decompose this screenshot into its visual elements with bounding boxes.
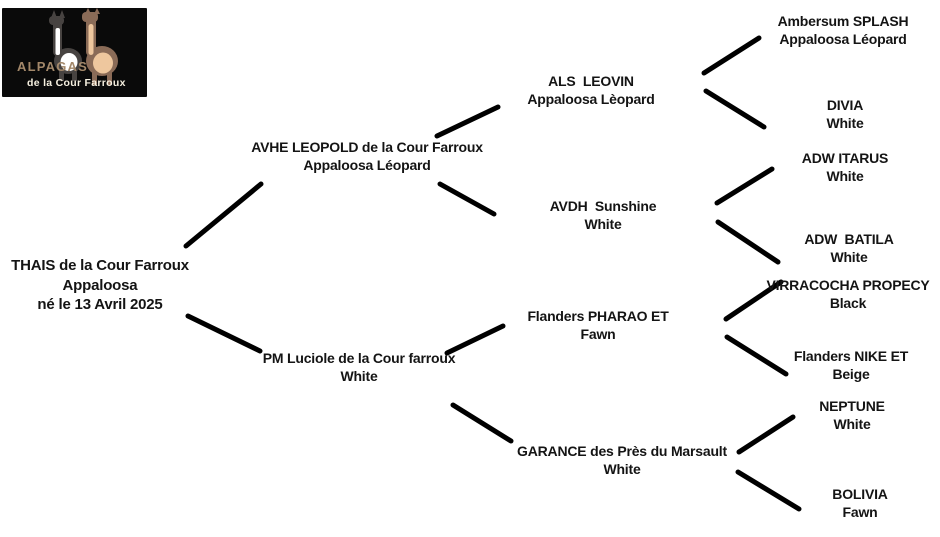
node-name: AVHE LEOPOLD de la Cour Farroux xyxy=(251,138,483,155)
node-birth-label: né le 13 Avril 2025 xyxy=(37,295,163,313)
node-color-label: White xyxy=(826,115,864,131)
alpaca-logo-icon xyxy=(49,8,118,85)
pedigree-node-flanders-nike: Flanders NIKE ET Beige xyxy=(794,347,908,383)
connector-line-garance-bolivia xyxy=(735,469,802,512)
node-name: THAIS de la Cour Farroux xyxy=(11,256,189,274)
node-color-label: White xyxy=(340,368,378,384)
pedigree-node-divia: DIVIA White xyxy=(826,96,863,132)
connector-line-pm-luciole-flanders-pharao xyxy=(444,323,506,356)
connector-line-avdh-sunshine-adw-batila xyxy=(715,219,781,265)
connector-line-pm-luciole-garance xyxy=(450,402,514,444)
node-name: AVDH Sunshine xyxy=(549,197,657,214)
pedigree-node-virracocha-propecy: VIRRACOCHA PROPECY Black xyxy=(766,276,929,312)
connector-line-avdh-sunshine-adw-itarus xyxy=(714,166,775,206)
connector-line-flanders-pharao-virracocha-propecy xyxy=(723,279,784,322)
node-color-label: Appaloosa Lèopard xyxy=(527,91,655,107)
alpaca-grey-silhouette xyxy=(49,10,82,81)
pedigree-node-adw-itarus: ADW ITARUS White xyxy=(801,149,889,185)
pedigree-node-adw-batila: ADW BATILA White xyxy=(804,230,894,266)
pedigree-node-ambersum-splash: Ambersum SPLASH Appaloosa Léopard xyxy=(778,12,909,48)
node-color-label: White xyxy=(833,416,871,432)
node-name: ALS LEOVIN xyxy=(548,72,634,89)
node-color-label: Black xyxy=(829,295,867,311)
node-color-label: Appaloosa xyxy=(62,276,138,294)
connector-line-als-leovin-ambersum-splash xyxy=(701,35,762,76)
connector-line-avhe-leopold-als-leovin xyxy=(434,104,501,139)
node-color-label: White xyxy=(826,168,864,184)
node-name: DIVIA xyxy=(826,96,864,113)
node-name: Flanders PHARAO ET xyxy=(527,307,669,324)
node-name: PM Luciole de la Cour farroux xyxy=(262,349,456,366)
node-color-label: White xyxy=(584,216,622,232)
node-name: NEPTUNE xyxy=(819,397,885,414)
node-name: Flanders NIKE ET xyxy=(793,347,909,364)
pedigree-node-bolivia: BOLIVIA Fawn xyxy=(832,485,888,521)
node-name: ADW ITARUS xyxy=(801,149,889,166)
node-color-label: Appaloosa Léopard xyxy=(779,31,907,47)
connector-line-thais-pm-luciole xyxy=(185,313,263,354)
connector-line-avhe-leopold-avdh-sunshine xyxy=(437,181,497,217)
connector-line-thais-avhe-leopold xyxy=(183,181,264,249)
node-name: Ambersum SPLASH xyxy=(777,12,909,29)
node-name: VIRRACOCHA PROPECY xyxy=(766,276,930,293)
node-color-label: White xyxy=(830,249,868,265)
node-color-label: Fawn xyxy=(842,504,878,520)
node-name: ADW BATILA xyxy=(804,230,894,247)
pedigree-node-neptune: NEPTUNE White xyxy=(819,397,885,433)
logo-title: ALPAGAS xyxy=(17,59,88,74)
farm-logo: ALPAGAS de la Cour Farroux xyxy=(2,8,147,97)
pedigree-node-flanders-pharao: Flanders PHARAO ET Fawn xyxy=(527,307,668,343)
connector-line-flanders-pharao-flanders-nike xyxy=(724,334,789,377)
node-color-label: White xyxy=(603,461,641,477)
node-color-label: Fawn xyxy=(580,326,616,342)
node-color-label: Beige xyxy=(832,366,870,382)
connector-line-garance-neptune xyxy=(736,414,796,455)
node-name: BOLIVIA xyxy=(832,485,888,502)
connector-line-als-leovin-divia xyxy=(703,88,767,130)
logo-subtitle: de la Cour Farroux xyxy=(27,77,126,89)
alpaca-brown-silhouette xyxy=(82,8,118,85)
node-name: GARANCE des Près du Marsault xyxy=(517,442,727,459)
pedigree-node-als-leovin: ALS LEOVIN Appaloosa Lèopard xyxy=(527,72,654,108)
node-color-label: Appaloosa Léopard xyxy=(303,157,431,173)
